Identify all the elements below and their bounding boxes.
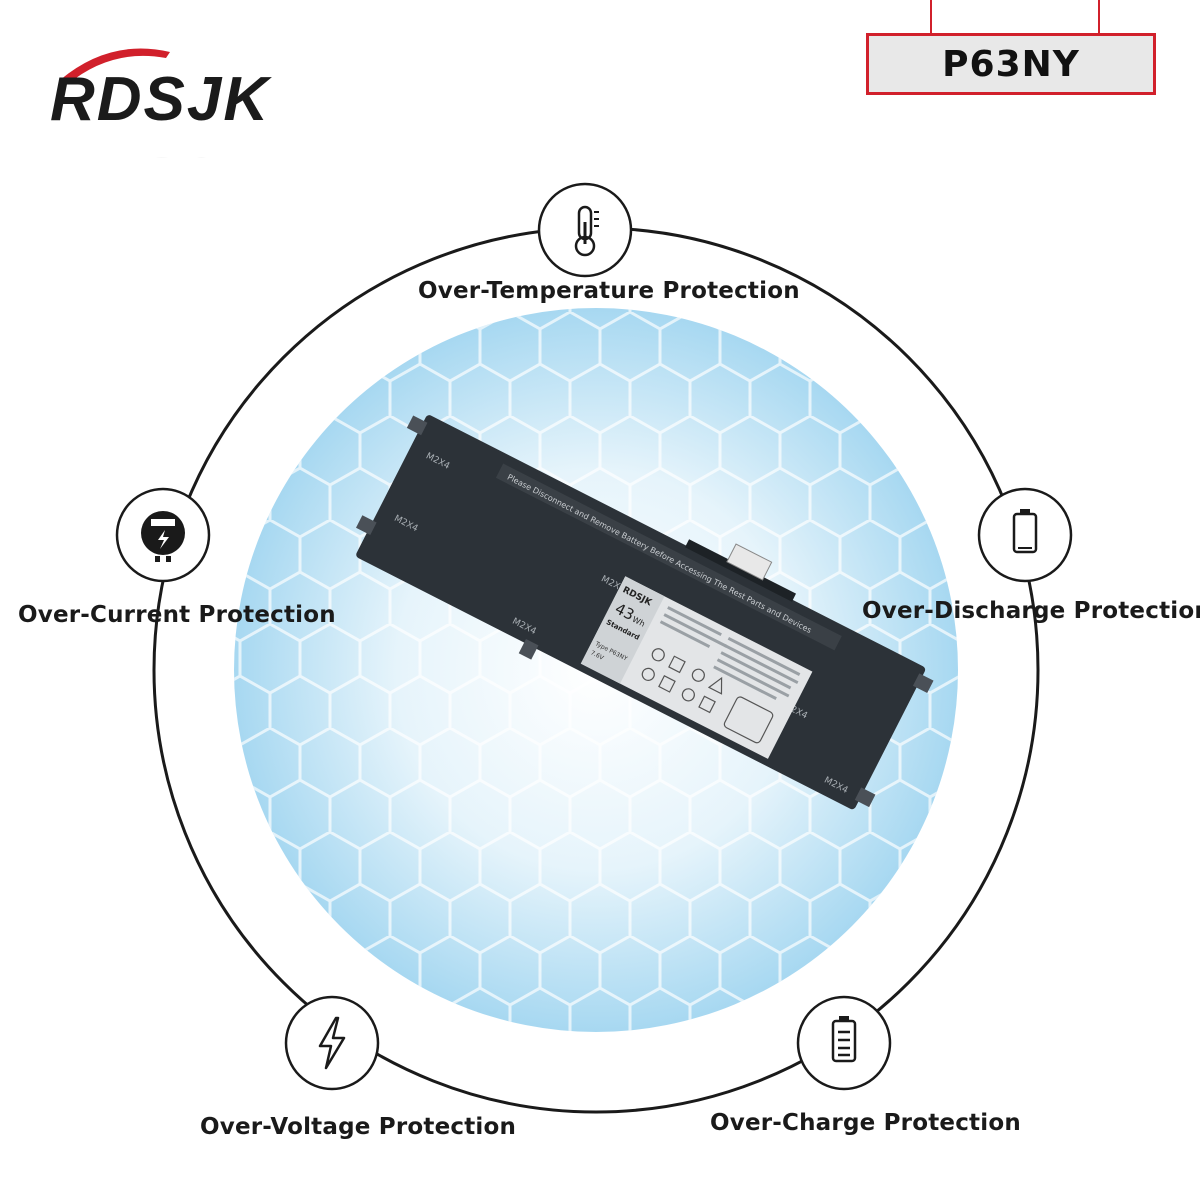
feature-label-over-charge: Over-Charge Protection	[710, 1110, 1021, 1136]
model-code: P63NY	[942, 43, 1080, 85]
feature-label-over-current: Over-Current Protection	[18, 602, 336, 628]
feature-label-over-voltage: Over-Voltage Protection	[200, 1114, 517, 1140]
brand-logo: RDSJK RDSJK	[50, 48, 273, 158]
thermometer-icon	[537, 182, 633, 278]
lightning-bolt-icon	[284, 995, 380, 1091]
logo-text: RDSJK	[50, 65, 272, 134]
feature-label-over-temperature: Over-Temperature Protection	[418, 278, 800, 304]
battery-full-icon	[796, 995, 892, 1091]
svg-text:RDSJK: RDSJK	[50, 151, 273, 158]
model-badge: P63NY	[866, 33, 1156, 95]
current-meter-icon	[115, 487, 211, 583]
battery-empty-icon	[977, 487, 1073, 583]
badge-hanger-right	[1098, 0, 1100, 34]
badge-hanger-left	[930, 0, 932, 34]
feature-label-over-discharge: Over-Discharge Protection	[862, 598, 1200, 624]
